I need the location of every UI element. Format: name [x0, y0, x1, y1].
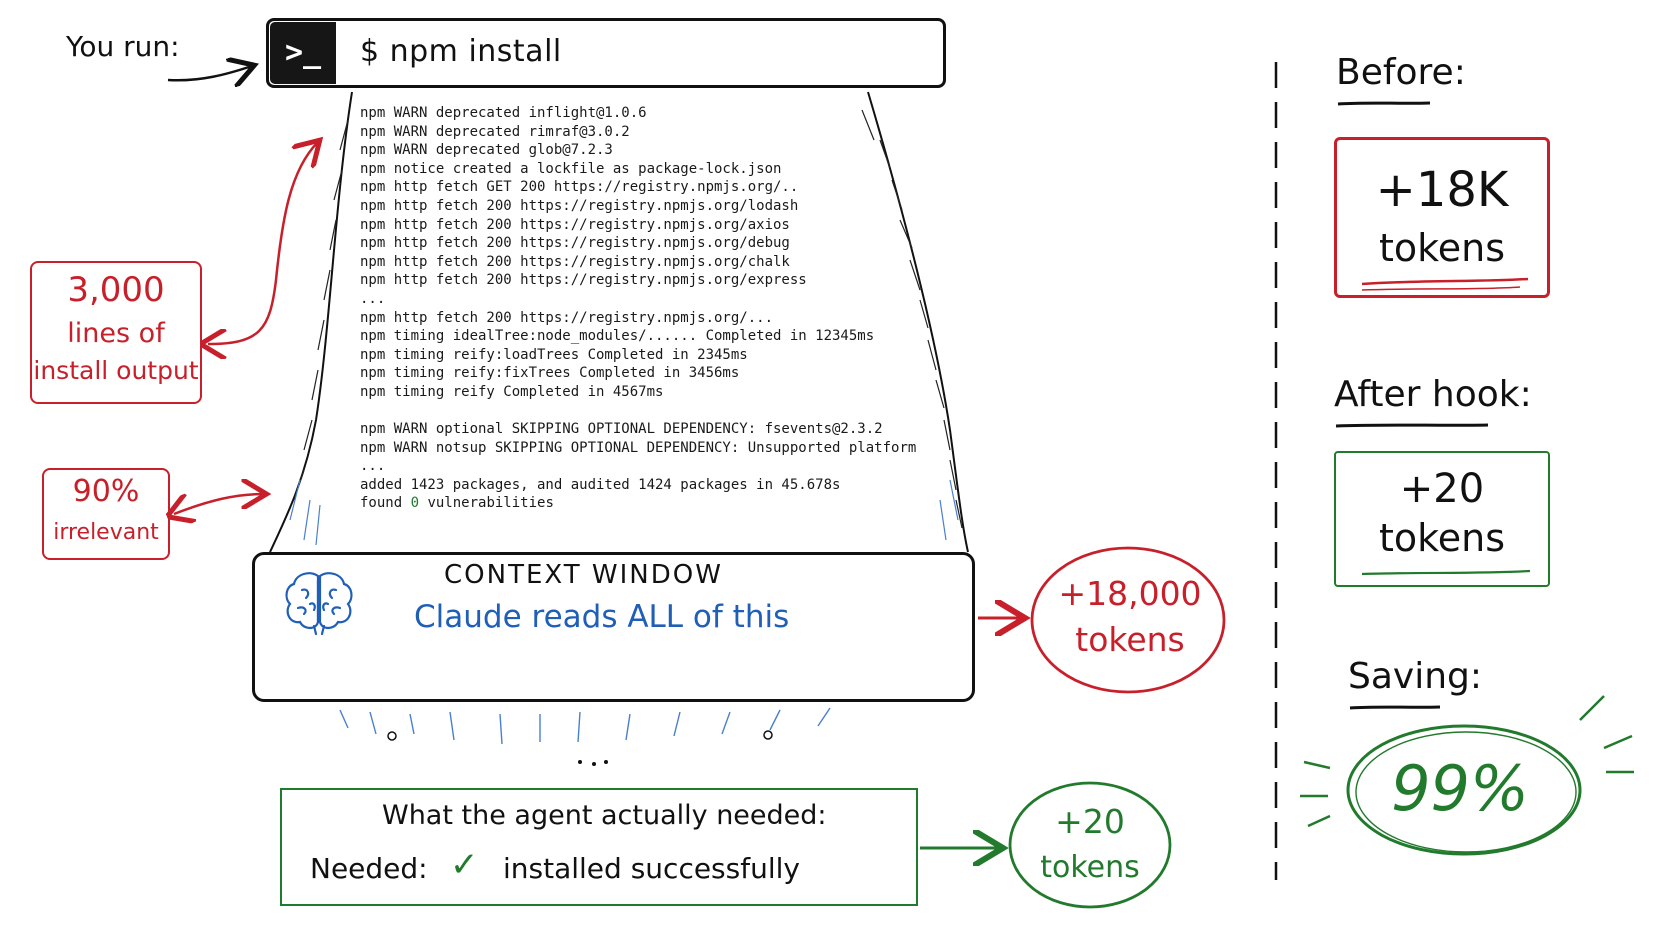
after-hook-value: +20 [1399, 466, 1485, 512]
log-line: npm timing reify:fixTrees Completed in 3… [360, 365, 740, 382]
log-line: ... [360, 458, 386, 475]
irrelevant-text: irrelevant [53, 520, 159, 545]
log-line: npm timing reify Completed in 4567ms [360, 383, 664, 400]
after-hook-box [1334, 451, 1550, 587]
saving-label: Saving: [1348, 656, 1483, 697]
before-unit: tokens [1378, 226, 1506, 270]
before-label: Before: [1336, 52, 1466, 93]
context-tokens-unit: tokens [1075, 620, 1185, 659]
irrelevant-percent: 90% [72, 474, 140, 509]
needed-value: installed successfully [503, 852, 800, 885]
context-window-title: CONTEXT WINDOW [444, 560, 723, 590]
terminal-command-bar [266, 18, 946, 88]
log-line: npm http fetch 200 https://registry.npmj… [360, 216, 790, 233]
brain-icon [285, 572, 353, 636]
log-line: npm WARN optional SKIPPING OPTIONAL DEPE… [360, 421, 883, 438]
lines-text-1: lines of [67, 318, 165, 349]
log-line: npm http fetch 200 https://registry.npmj… [360, 235, 790, 252]
log-line: npm http fetch 200 https://registry.npmj… [360, 253, 790, 270]
lines-text-2: install output [33, 356, 199, 385]
log-line [360, 402, 940, 421]
vulnerability-count: 0 [410, 495, 420, 512]
after-hook-unit: tokens [1378, 516, 1506, 560]
small-token-circle [1008, 781, 1172, 909]
funnel-left-edge [269, 91, 353, 553]
needed-title: What the agent actually needed: [382, 800, 827, 831]
context-tokens-value: +18,000 [1058, 574, 1202, 613]
found-prefix: found [360, 495, 411, 512]
needed-label: Needed: [310, 852, 428, 885]
log-line: npm http fetch 200 https://registry.npmj… [360, 272, 807, 289]
install-log: npm WARN deprecated inflight@1.0.6 npm W… [360, 104, 940, 513]
context-window-subtitle: Claude reads ALL of this [414, 599, 790, 635]
saving-ellipse [1346, 724, 1582, 856]
log-line: npm WARN deprecated rimraf@3.0.2 [360, 123, 630, 140]
check-icon: ✓ [450, 845, 479, 885]
log-line: npm http fetch GET 200 https://registry.… [360, 179, 799, 196]
needed-tokens-unit: tokens [1040, 850, 1140, 885]
needed-tokens-value: +20 [1055, 802, 1125, 841]
log-line: npm http fetch 200 https://registry.npmj… [360, 197, 799, 214]
command-text: $ npm install [360, 34, 562, 69]
log-line: npm WARN notsup SKIPPING OPTIONAL DEPEND… [360, 439, 917, 456]
big-token-circle [1030, 546, 1226, 694]
log-line: npm WARN deprecated glob@7.2.3 [360, 142, 613, 159]
log-line: npm notice created a lockfile as package… [360, 160, 782, 177]
saving-value: 99% [1391, 752, 1529, 825]
after-hook-label: After hook: [1334, 374, 1532, 415]
log-line: npm timing reify:loadTrees Completed in … [360, 346, 748, 363]
log-line: npm timing idealTree:node_modules/......… [360, 328, 875, 345]
terminal-icon: >_ [270, 22, 336, 84]
you-run-label: You run: [66, 30, 180, 63]
before-box [1334, 137, 1550, 298]
log-line: npm http fetch 200 https://registry.npmj… [360, 309, 774, 326]
irrelevant-box [42, 468, 170, 560]
before-value: +18K [1375, 162, 1509, 218]
lines-count-box [30, 261, 202, 404]
log-line: npm WARN deprecated inflight@1.0.6 [360, 105, 647, 121]
needed-box [280, 788, 918, 906]
log-line-found: found 0 vulnerabilities [360, 494, 940, 513]
found-suffix: vulnerabilities [419, 495, 554, 512]
log-line: added 1423 packages, and audited 1424 pa… [360, 476, 841, 493]
funnel-right-edge [867, 91, 969, 553]
lines-count: 3,000 [67, 270, 165, 310]
log-line: ... [360, 290, 386, 307]
context-window-box [252, 552, 975, 702]
